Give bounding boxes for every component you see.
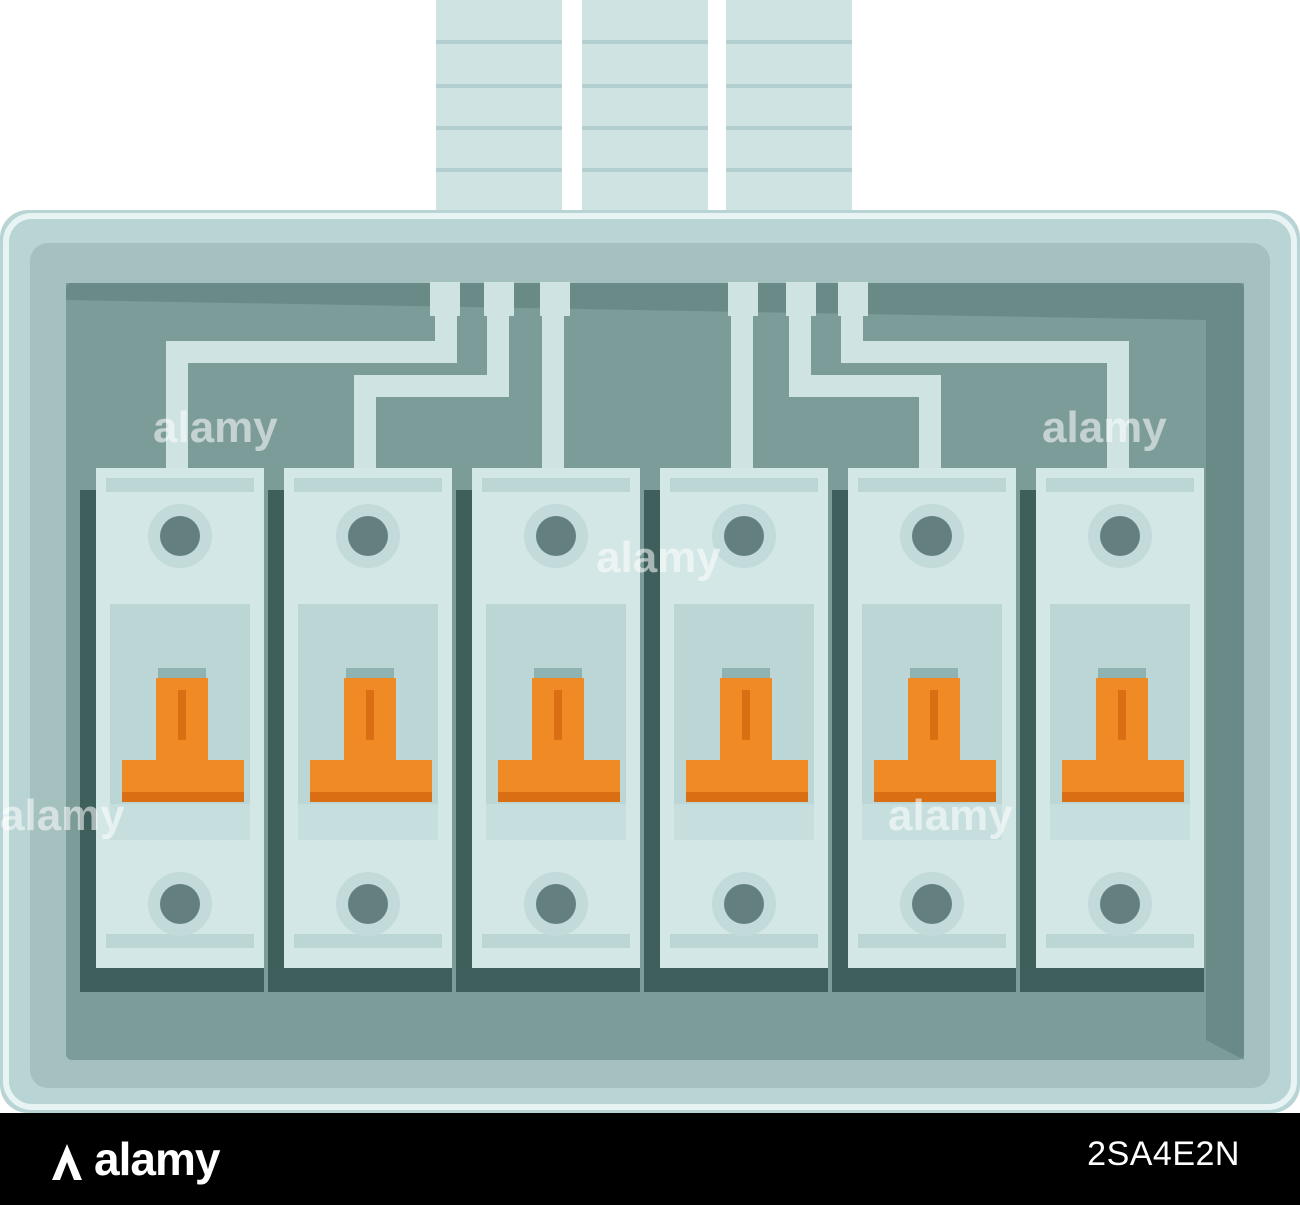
- breaker-bottom-clip: [482, 934, 630, 948]
- breaker[interactable]: [80, 468, 264, 992]
- fuse-box-illustration: alamy alamy alamy alamy alamy: [0, 0, 1300, 1113]
- watermark-text: alamy: [0, 791, 125, 840]
- breaker-bottom-clip: [858, 934, 1006, 948]
- screw-icon: [536, 884, 576, 924]
- breaker-top-clip: [106, 478, 254, 492]
- lever-handle-shadow: [874, 792, 996, 802]
- alamy-a-icon: [50, 1139, 84, 1180]
- screw-icon: [724, 884, 764, 924]
- lever-handle-shadow: [686, 792, 808, 802]
- lever-groove: [1118, 690, 1126, 740]
- screw-icon: [912, 516, 952, 556]
- breaker-bottom-clip: [670, 934, 818, 948]
- image-id: 2SA4E2N: [1087, 1135, 1240, 1173]
- lever-groove: [554, 690, 562, 740]
- breaker-top-clip: [294, 478, 442, 492]
- watermark: alamy alamy alamy alamy alamy: [0, 403, 1167, 840]
- lever-groove: [178, 690, 186, 740]
- lever-window-base: [110, 804, 250, 840]
- cable-entry-blocks: [430, 282, 868, 316]
- breaker[interactable]: [1020, 468, 1204, 992]
- brand-logo: alamy: [50, 1133, 220, 1185]
- lever-window-base: [1050, 804, 1190, 840]
- lever-window-base: [862, 804, 1002, 840]
- breaker-top-clip: [670, 478, 818, 492]
- lever-groove: [366, 690, 374, 740]
- screw-icon: [160, 884, 200, 924]
- watermark-text: alamy: [596, 533, 721, 582]
- lever-handle-shadow: [310, 792, 432, 802]
- screw-icon: [912, 884, 952, 924]
- breaker-row: [80, 468, 1204, 992]
- breaker[interactable]: [832, 468, 1016, 992]
- screw-icon: [160, 516, 200, 556]
- breaker-top-clip: [1046, 478, 1194, 492]
- breaker[interactable]: [268, 468, 452, 992]
- breaker-bottom-clip: [1046, 934, 1194, 948]
- lever-handle-shadow: [1062, 792, 1184, 802]
- breaker-bottom-clip: [106, 934, 254, 948]
- wiring: [166, 286, 1129, 480]
- lever-window-base: [486, 804, 626, 840]
- breaker-top-clip: [858, 478, 1006, 492]
- breaker-top-clip: [482, 478, 630, 492]
- breaker[interactable]: [644, 468, 828, 992]
- screw-icon: [348, 516, 388, 556]
- breaker-bottom-clip: [294, 934, 442, 948]
- screw-icon: [1100, 516, 1140, 556]
- watermark-text: alamy: [888, 791, 1013, 840]
- lever-groove: [930, 690, 938, 740]
- screw-icon: [536, 516, 576, 556]
- footer-bar: alamy 2SA4E2N: [0, 1113, 1300, 1205]
- lever-groove: [742, 690, 750, 740]
- breaker[interactable]: [456, 468, 640, 992]
- screw-icon: [724, 516, 764, 556]
- lever-handle-shadow: [498, 792, 620, 802]
- screw-icon: [1100, 884, 1140, 924]
- lever-window-base: [298, 804, 438, 840]
- watermark-text: alamy: [153, 403, 278, 452]
- lever-handle-shadow: [122, 792, 244, 802]
- lever-window-base: [674, 804, 814, 840]
- screw-icon: [348, 884, 388, 924]
- brand-name: alamy: [94, 1133, 220, 1185]
- cable-bundles: [436, 0, 852, 212]
- watermark-text: alamy: [1042, 403, 1167, 452]
